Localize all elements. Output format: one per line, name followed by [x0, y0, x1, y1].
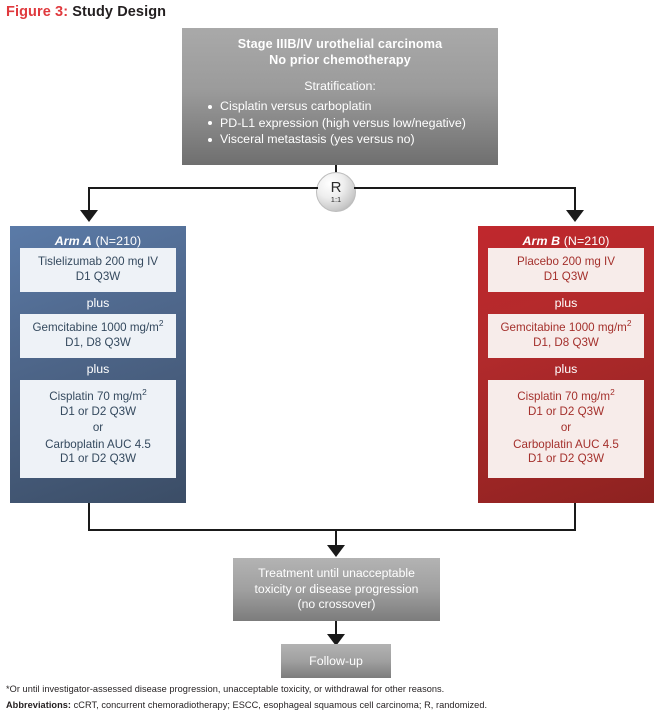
arm-b-treatment-3: Cisplatin 70 mg/m2 D1 or D2 Q3W or Carbo… — [488, 380, 644, 478]
arm-b-box: Arm B (N=210) Placebo 200 mg IV D1 Q3W p… — [478, 226, 654, 503]
arm-b-treatment-3-or: or — [560, 421, 572, 434]
arm-b-treatment-3-line1: Cisplatin 70 mg/m2 — [492, 387, 640, 405]
connector-arm-a-down — [88, 503, 90, 531]
figure-label: Figure 3: — [6, 4, 69, 20]
arm-b-treatment-1-line2: D1 Q3W — [543, 269, 589, 283]
randomization-node: R 1:1 — [316, 172, 356, 212]
arrowhead-arm-a — [80, 210, 98, 222]
arrowhead-treatment — [327, 545, 345, 557]
arm-b-treatment-3-superscript: 2 — [610, 387, 615, 398]
figure-title-text: Study Design — [72, 4, 167, 20]
arm-a-treatment-3-dose: Cisplatin 70 mg/m — [49, 390, 143, 403]
arm-a-treatment-3-or: or — [92, 421, 104, 434]
arm-b-treatment-3-line4: D1 or D2 Q3W — [527, 452, 605, 465]
arm-a-treatment-3: Cisplatin 70 mg/m2 D1 or D2 Q3W or Carbo… — [20, 380, 176, 478]
connector-drop-arm-b — [574, 187, 576, 211]
connector-split-left-horizontal — [88, 187, 318, 189]
followup-box-label: Follow-up — [309, 654, 363, 668]
connector-merge-horizontal — [88, 529, 576, 531]
arm-a-treatment-2-dose: Gemcitabine 1000 mg/m — [32, 321, 159, 334]
treatment-box-line1: Treatment until unacceptable — [258, 566, 415, 581]
treatment-box-line2: toxicity or disease progression — [254, 581, 419, 596]
arm-b-plus-2: plus — [554, 362, 578, 376]
population-box: Stage IIIB/IV urothelial carcinoma No pr… — [182, 28, 498, 165]
arm-a-treatment-3-superscript: 2 — [142, 387, 147, 398]
connector-drop-arm-a — [88, 187, 90, 211]
connector-arm-b-down — [574, 503, 576, 531]
arm-a-treatment-3-line3: Carboplatin AUC 4.5 — [45, 437, 151, 451]
population-heading: Stage IIIB/IV urothelial carcinoma No pr… — [182, 28, 498, 68]
arm-a-title-italic: Arm A — [54, 234, 92, 248]
arrowhead-arm-b — [566, 210, 584, 222]
arm-b-treatment-2-dose: Gemcitabine 1000 mg/m — [500, 321, 627, 334]
arm-a-treatment-2-line1: Gemcitabine 1000 mg/m2 — [24, 318, 172, 336]
list-item: PD-L1 expression (high versus low/negati… — [208, 115, 498, 132]
randomization-ratio: 1:1 — [330, 195, 342, 205]
page-title: Figure 3: Study Design — [6, 4, 166, 20]
treatment-box-text: Treatment until unacceptable toxicity or… — [255, 566, 419, 613]
stratification-list: Cisplatin versus carboplatin PD-L1 expre… — [182, 98, 498, 148]
arm-a-title-rest: (N=210) — [91, 234, 142, 248]
arm-a-treatment-2-superscript: 2 — [158, 318, 164, 329]
arm-a-box: Arm A (N=210) Tislelizumab 200 mg IV D1 … — [10, 226, 186, 503]
followup-box: Follow-up — [281, 644, 391, 678]
arm-a-title: Arm A (N=210) — [10, 226, 186, 248]
arm-b-title-italic: Arm B — [522, 234, 561, 248]
arm-b-plus-1: plus — [554, 296, 578, 310]
arm-b-treatment-3-line2: D1 or D2 Q3W — [527, 404, 605, 418]
arm-a-treatment-3-line1: Cisplatin 70 mg/m2 — [24, 387, 172, 405]
arm-a-treatment-1-line2: D1 Q3W — [75, 269, 121, 283]
footnote-abbreviations-text: cCRT, concurrent chemoradiotherapy; ESCC… — [71, 700, 488, 710]
arm-b-treatment-1-line1: Placebo 200 mg IV — [517, 255, 615, 268]
arm-a-treatment-3-line4: D1 or D2 Q3W — [59, 452, 137, 465]
arm-b-treatment-3-dose: Cisplatin 70 mg/m — [517, 390, 611, 403]
list-item: Visceral metastasis (yes versus no) — [208, 131, 498, 148]
footnote-note: *Or until investigator-assessed disease … — [6, 684, 445, 694]
arm-a-treatment-2-line2: D1, D8 Q3W — [65, 335, 131, 349]
connector-split-right-horizontal — [354, 187, 576, 189]
arm-a-plus-2: plus — [86, 362, 110, 376]
arm-b-treatment-2: Gemcitabine 1000 mg/m2 D1, D8 Q3W — [488, 314, 644, 358]
population-heading-line2: No prior chemotherapy — [269, 52, 411, 67]
arm-b-treatment-1: Placebo 200 mg IV D1 Q3W — [488, 248, 644, 292]
arm-a-treatment-3-line2: D1 or D2 Q3W — [59, 404, 137, 418]
treatment-box-line3: (no crossover) — [297, 597, 376, 612]
arrowhead-followup — [327, 634, 345, 646]
stratification-label: Stratification: — [304, 79, 376, 93]
connector-treatment-to-followup — [335, 621, 337, 643]
arm-a-plus-1: plus — [86, 296, 110, 310]
arm-a-treatment-1: Tislelizumab 200 mg IV D1 Q3W — [20, 248, 176, 292]
connector-merge-to-treatment — [335, 529, 337, 547]
list-item: Cisplatin versus carboplatin — [208, 98, 498, 115]
arm-b-title: Arm B (N=210) — [478, 226, 654, 248]
arm-b-treatment-2-superscript: 2 — [626, 318, 632, 329]
randomization-symbol: R — [330, 179, 342, 197]
footnote-abbreviations: Abbreviations: cCRT, concurrent chemorad… — [6, 700, 487, 710]
arm-b-treatment-3-line3: Carboplatin AUC 4.5 — [513, 437, 619, 451]
footnote-abbreviations-label: Abbreviations: — [6, 700, 72, 710]
arm-a-treatment-2: Gemcitabine 1000 mg/m2 D1, D8 Q3W — [20, 314, 176, 358]
arm-a-treatment-1-line1: Tislelizumab 200 mg IV — [37, 255, 159, 268]
arm-b-treatment-2-line2: D1, D8 Q3W — [533, 335, 599, 349]
arm-b-title-rest: (N=210) — [560, 234, 610, 248]
arm-b-treatment-2-line1: Gemcitabine 1000 mg/m2 — [492, 318, 640, 336]
treatment-box: Treatment until unacceptable toxicity or… — [233, 558, 440, 621]
connector-population-to-random — [335, 165, 337, 173]
population-heading-line1: Stage IIIB/IV urothelial carcinoma — [237, 37, 443, 51]
